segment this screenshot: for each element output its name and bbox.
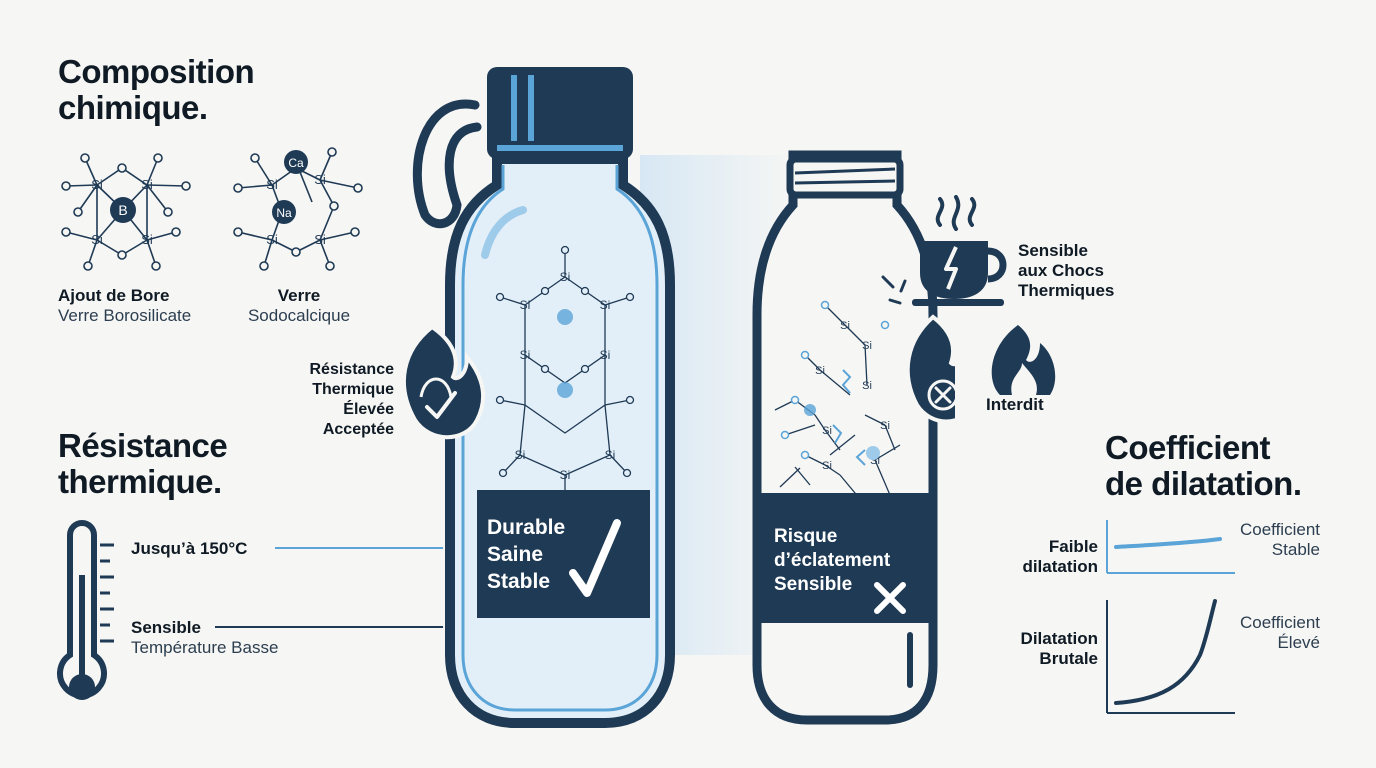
borosilicate-title: Ajout de Bore	[58, 286, 170, 305]
si-atom: Si	[314, 172, 326, 187]
low-dilatation-right-line: Coefficient	[1239, 520, 1320, 539]
boron-atom	[110, 197, 136, 223]
high-dilatation-left-line: Brutale	[1039, 649, 1098, 668]
thermal-badge-line: Acceptée	[322, 421, 394, 438]
heading-thermal: Résistance thermique.	[58, 427, 228, 500]
si-atom: Si	[91, 232, 103, 247]
shock-icons	[912, 195, 1056, 395]
shock-label-line: aux Chocs	[1018, 261, 1104, 280]
sodocalcique-caption: Verre Sodocalcique	[238, 286, 360, 326]
heading-composition: Composition chimique.	[58, 53, 255, 126]
high-dilatation-left-line: Dilatation	[1020, 629, 1098, 648]
high-dilatation-right-line: Élevé	[1277, 633, 1320, 652]
checkmark-icon	[569, 519, 621, 597]
si-atom: Si	[91, 177, 103, 192]
right-banner-line: d’éclatement	[774, 550, 891, 571]
sodocalcique-subtitle: Sodocalcique	[247, 306, 351, 325]
calcium-atom-label: Ca	[288, 156, 304, 170]
si-atom: Si	[862, 340, 872, 352]
si-atom: Si	[822, 460, 832, 472]
boron-atom-label: B	[118, 202, 127, 218]
si-atom: Si	[266, 232, 278, 247]
low-dilatation-left-line: dilatation	[1022, 557, 1098, 576]
sodium-atom-label: Na	[276, 206, 292, 220]
calcium-atom	[284, 150, 308, 174]
left-banner-line: Durable	[487, 516, 566, 539]
dilatation-charts	[1106, 520, 1235, 714]
low-dilatation-right-line: Stable	[1271, 540, 1320, 559]
shock-label: Sensible aux Chocs Thermiques	[1018, 241, 1114, 301]
si-atom: Si	[314, 232, 326, 247]
heading-composition-line2: chimique.	[58, 89, 208, 126]
si-atom: Si	[822, 425, 832, 437]
thermometer-high-label: Jusqu’à 150°C	[131, 539, 248, 558]
thermometer-low-label: Sensible Température Basse	[131, 618, 278, 658]
si-atom: Si	[520, 298, 531, 312]
si-atom: Si	[141, 177, 153, 192]
thermal-badge-line: Élevée	[343, 401, 394, 418]
forbidden-label: Interdit	[986, 395, 1044, 414]
si-atom: Si	[520, 348, 531, 362]
right-banner	[755, 493, 929, 623]
si-atom: Si	[600, 348, 611, 362]
heading-thermal-line1: Résistance	[58, 427, 228, 464]
bottles-illustration: Si Si Si Si Si Si Si Si	[401, 67, 955, 728]
thermal-badge-line: Résistance	[309, 361, 395, 378]
si-atom: Si	[880, 420, 890, 432]
bottle-cap	[487, 67, 633, 159]
heading-thermal-line2: thermique.	[58, 463, 222, 500]
heading-dilatation-line2: de dilatation.	[1105, 465, 1302, 502]
right-banner-text: Risque d’éclatement Sensible	[774, 525, 890, 597]
borosilicate-subtitle: Verre Borosilicate	[58, 306, 192, 325]
heading-dilatation: Coefficient de dilatation.	[1105, 430, 1302, 502]
thermal-badge-line: Thermique	[312, 381, 394, 398]
thermometer-low-title: Sensible	[131, 618, 201, 637]
heading-composition-line1: Composition	[58, 53, 255, 90]
sodium-atom	[272, 200, 296, 224]
left-banner-line: Saine	[487, 543, 544, 566]
low-dilatation-left-label: Faible dilatation	[1008, 537, 1098, 577]
thermometer-low-sub: Température Basse	[131, 638, 279, 657]
si-atom: Si	[560, 270, 571, 284]
left-banner-text: Durable Saine Stable	[487, 514, 565, 595]
flame-icon	[991, 325, 1056, 395]
si-atom: Si	[141, 232, 153, 247]
bottle-strap	[412, 99, 482, 229]
borosilicate-caption: Ajout de Bore Verre Borosilicate	[58, 286, 191, 326]
si-atom: Si	[862, 380, 872, 392]
si-atom: Si	[515, 448, 526, 462]
si-atom: Si	[870, 455, 880, 467]
cross-icon	[874, 582, 906, 614]
low-dilatation-right-label: Coefficient Stable	[1215, 520, 1320, 560]
right-banner-line: Sensible	[774, 574, 853, 595]
shock-label-line: Sensible	[1018, 241, 1088, 260]
low-dilatation-left-line: Faible	[1048, 537, 1098, 556]
molecule-diagrams: B Ca Na Si Si Si Si Si Si Si Si	[61, 147, 363, 271]
bottle-neck	[786, 155, 904, 199]
shock-label-line: Thermiques	[1018, 281, 1115, 300]
low-dilatation-curve	[1114, 537, 1222, 549]
high-dilatation-left-label: Dilatation Brutale	[1000, 629, 1098, 669]
high-dilatation-right-label: Coefficient Élevé	[1215, 613, 1320, 653]
si-atom: Si	[840, 320, 850, 332]
high-dilatation-right-line: Coefficient	[1239, 613, 1320, 632]
borosilicate-bottle	[445, 154, 675, 728]
si-atom: Si	[815, 365, 825, 377]
right-banner-line: Risque	[774, 526, 838, 547]
left-banner-line: Stable	[487, 570, 551, 593]
heading-dilatation-line1: Coefficient	[1105, 429, 1271, 466]
si-atom: Si	[266, 177, 278, 192]
sodocalcique-title: Verre	[277, 286, 321, 305]
left-banner	[477, 490, 650, 618]
si-atom: Si	[600, 298, 611, 312]
si-atom: Si	[605, 448, 616, 462]
high-dilatation-curve	[1114, 599, 1217, 705]
thermal-badge-label: Résistance Thermique Élevée Acceptée	[276, 360, 395, 440]
si-atom: Si	[560, 468, 571, 482]
